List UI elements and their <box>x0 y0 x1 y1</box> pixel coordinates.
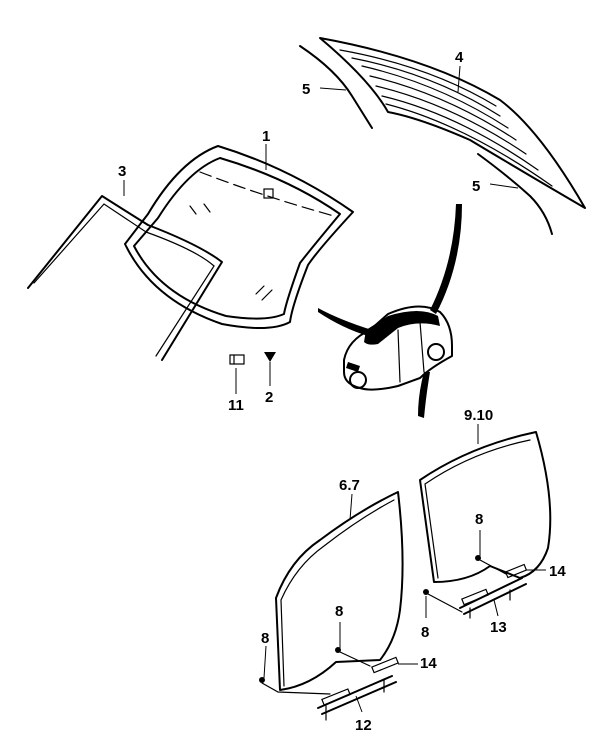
label-front-stopper-a: 8 <box>261 630 269 647</box>
label-front-channel: 12 <box>355 717 372 734</box>
car-illustration <box>318 204 462 418</box>
label-rear-stopper-b: 8 <box>475 511 483 528</box>
front-stopper-b-part[interactable] <box>335 647 371 667</box>
clip-part[interactable] <box>264 352 276 362</box>
windshield-part[interactable] <box>124 145 354 330</box>
label-molding: 3 <box>118 163 126 180</box>
back-glass-part[interactable] <box>319 37 586 209</box>
label-spacer: 11 <box>228 397 244 414</box>
label-front-door-glass: 6.7 <box>339 477 360 494</box>
label-back-glass: 4 <box>455 49 464 66</box>
label-front-stopper-b: 8 <box>335 603 343 620</box>
front-door-glass-part[interactable] <box>275 491 404 691</box>
leader-lines <box>123 65 546 713</box>
front-stopper-a-part[interactable] <box>259 677 331 695</box>
molding-part[interactable] <box>27 195 223 361</box>
rear-door-glass-part[interactable] <box>419 431 552 583</box>
label-clip: 2 <box>265 389 273 406</box>
label-rear-channel: 13 <box>490 619 507 636</box>
label-front-bolt: 14 <box>420 655 437 672</box>
back-molding-right-part[interactable] <box>477 153 553 235</box>
label-windshield: 1 <box>262 128 270 145</box>
label-rear-door-glass: 9.10 <box>464 407 493 424</box>
rear-channel-part[interactable] <box>459 563 528 619</box>
callout-labels: 1 3 4 5 5 11 2 6.7 9.10 8 8 8 8 14 14 12… <box>118 49 566 734</box>
spacer-part[interactable] <box>229 354 245 365</box>
rear-stopper-a-part[interactable] <box>423 589 463 613</box>
front-channel-part[interactable] <box>317 656 399 721</box>
label-back-molding-top: 5 <box>302 81 310 98</box>
back-molding-top-part[interactable] <box>299 45 373 129</box>
label-rear-bolt: 14 <box>549 563 566 580</box>
rear-stopper-b-part[interactable] <box>475 555 507 575</box>
label-rear-stopper-a: 8 <box>421 624 429 641</box>
label-back-molding-right: 5 <box>472 178 480 195</box>
